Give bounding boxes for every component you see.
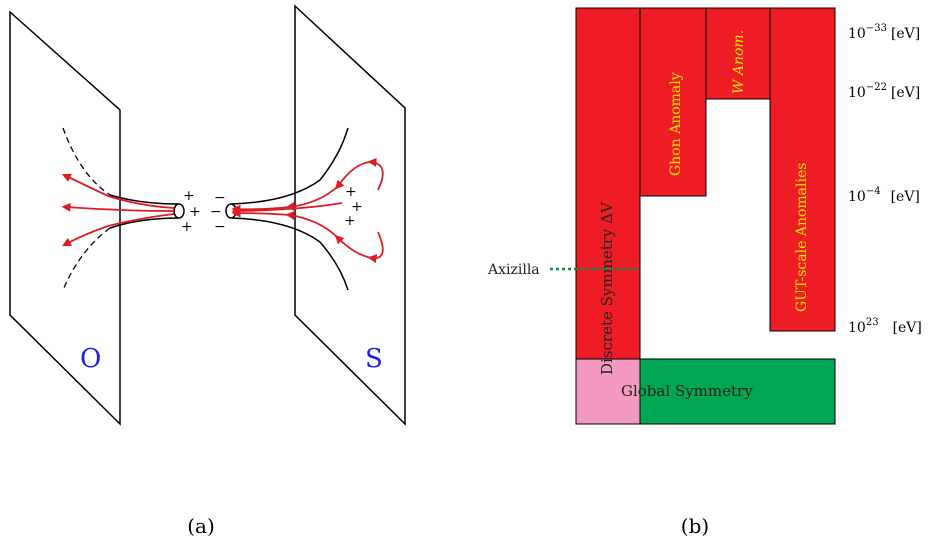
plus-sign: +	[351, 199, 363, 215]
svg-text:10−33[eV]: 10−33[eV]	[848, 23, 920, 42]
left-dashed-upper	[62, 127, 111, 196]
pink-block	[575, 358, 641, 425]
left-plane	[9, 10, 121, 426]
caption-b: (b)	[681, 514, 709, 538]
panel-a: + + + − − − + + + O S (a)	[9, 4, 406, 538]
left-field-line-1	[61, 173, 175, 209]
discrete-symmetry-block	[575, 7, 641, 360]
plus-sign: +	[183, 188, 195, 204]
discrete-symmetry-label: Discrete Symmetry ΔV	[598, 201, 616, 375]
svg-text:1023[eV]: 1023[eV]	[848, 317, 922, 336]
ghon-anomaly-block	[639, 7, 707, 197]
left-tube-end	[173, 203, 185, 219]
right-tube-end	[225, 203, 237, 219]
ghon-anomaly-label: Ghon Anomaly	[668, 72, 684, 176]
left-dashed-lower	[62, 227, 111, 291]
right-field-line-3	[231, 208, 384, 264]
w-anom-label: W Anom.	[731, 30, 747, 94]
axizilla-label: Axizilla	[487, 262, 540, 278]
right-flux-tube-lower	[231, 217, 349, 291]
scale-tick-1: 10−33[eV]	[848, 23, 920, 42]
scale-tick-3: 10−4[eV]	[848, 186, 920, 205]
left-flux-tube-lower	[109, 217, 179, 229]
global-symmetry-block	[639, 358, 836, 425]
plus-sign: +	[181, 219, 193, 235]
caption-a: (a)	[187, 514, 215, 538]
w-anom-block	[705, 7, 771, 100]
left-flux-tube-upper	[109, 194, 179, 205]
svg-text:10−4[eV]: 10−4[eV]	[848, 186, 920, 205]
plus-sign: +	[345, 184, 357, 200]
minus-sign: −	[214, 219, 226, 235]
svg-text:10−22[eV]: 10−22[eV]	[848, 82, 920, 101]
gut-anomalies-block	[769, 7, 836, 332]
plus-sign: +	[189, 204, 201, 220]
minus-sign: −	[214, 190, 226, 206]
right-field-line-1	[231, 157, 384, 214]
panel-b: Discrete Symmetry ΔV Ghon Anomaly W Anom…	[487, 7, 922, 538]
scale-tick-2: 10−22[eV]	[848, 82, 920, 101]
gut-anomalies-label: GUT-scale Anomalies	[794, 163, 810, 312]
minus-sign: −	[210, 204, 222, 220]
plus-sign: +	[344, 213, 356, 229]
left-field-line-3	[62, 213, 175, 247]
left-field-line-2	[61, 202, 175, 212]
plane-label-s: S	[365, 344, 383, 374]
global-symmetry-label: Global Symmetry	[621, 382, 753, 400]
plane-label-o: O	[80, 344, 101, 374]
scale-tick-4: 1023[eV]	[848, 317, 922, 336]
